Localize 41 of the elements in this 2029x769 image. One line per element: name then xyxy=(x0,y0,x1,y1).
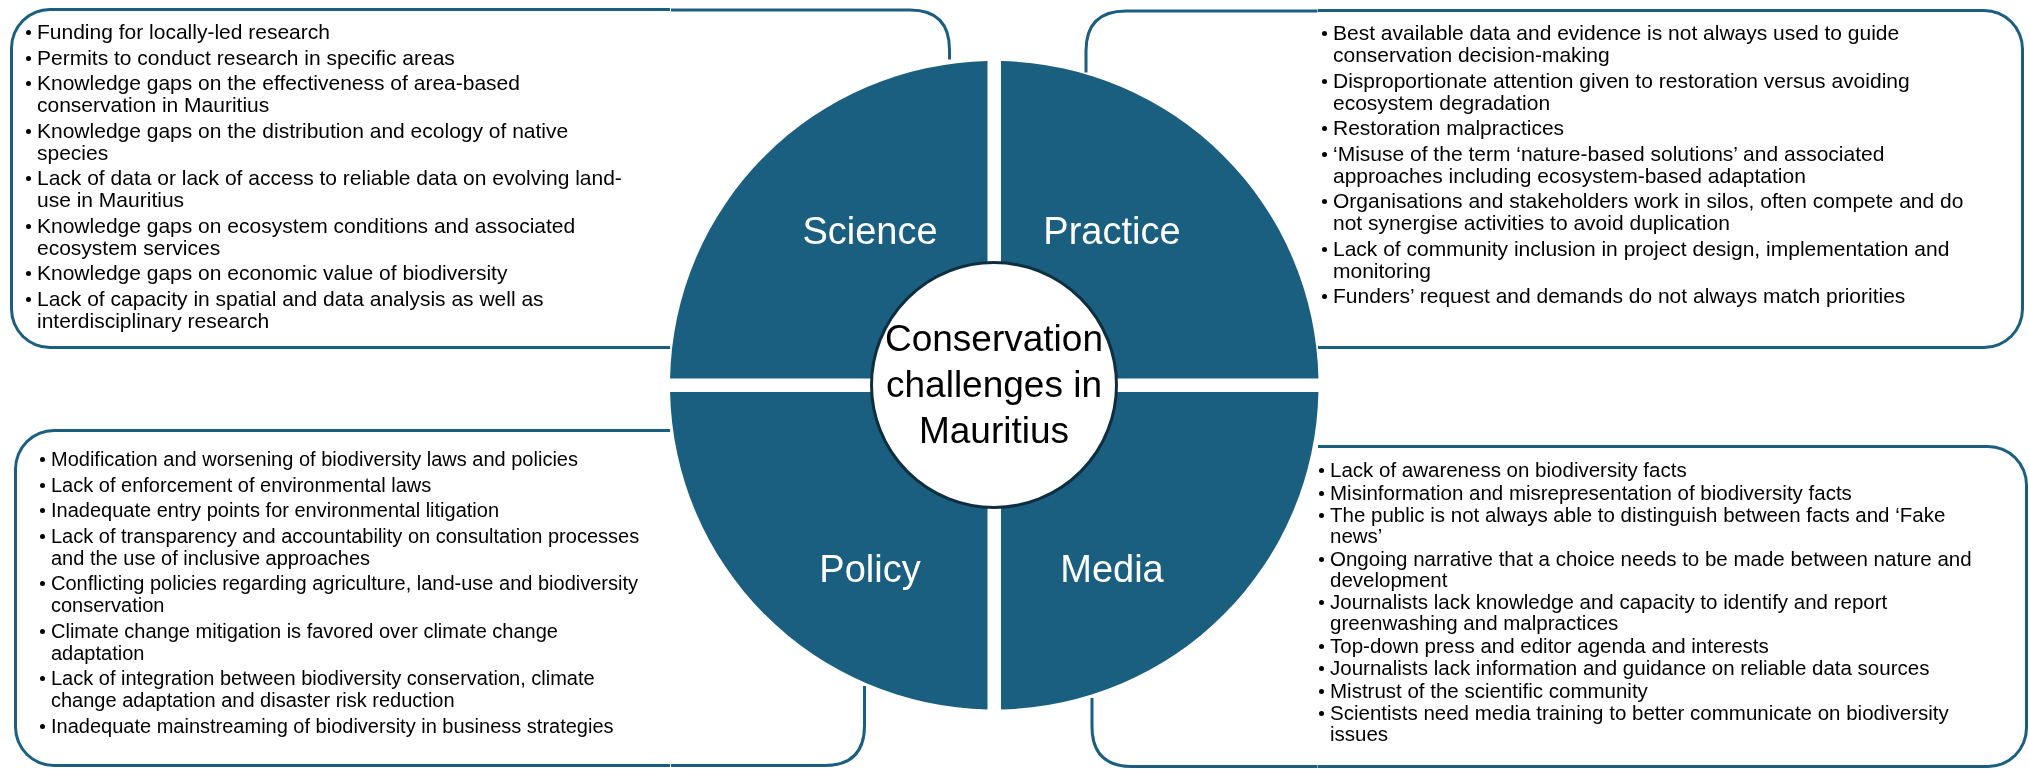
challenge-item: Climate change mitigation is favored over climate change adaptation xyxy=(51,619,559,664)
challenge-item: The public is not always able to distinguish between facts and ‘Fake news’ xyxy=(1330,504,1947,546)
challenge-item: Top-down press and editor agenda and interests xyxy=(1330,634,1769,656)
challenge-item: Lack of integration between biodiversity conservation, climate change adaptation and disaster risk reduction xyxy=(51,667,596,711)
challenge-item: Lack of awareness on biodiversity facts xyxy=(1330,459,1687,480)
challenge-item: Misinformation and misrepresentation of biodiversity facts xyxy=(1330,481,1852,503)
challenge-item: Restoration malpractices xyxy=(1333,117,1565,139)
challenge-item: Inadequate entry points for environmental litigation xyxy=(51,499,500,521)
challenge-item: Journalists lack knowledge and capacity to identify and report greenwashing and malpractices xyxy=(1330,591,1889,633)
quadrant-label: Policy xyxy=(819,547,921,591)
challenge-item: Conflicting policies regarding agriculture, land-use and biodiversity conservation xyxy=(51,572,639,616)
challenge-item: Best available data and evidence is not always used to guide conservation decision-making xyxy=(1333,22,1901,66)
challenge-item: Knowledge gaps on economic value of biodiversity xyxy=(37,262,508,284)
challenge-list-box xyxy=(14,429,670,767)
challenge-item: Knowledge gaps on the effectiveness of area-based conservation in Mauritius xyxy=(37,72,521,116)
quadrant-label: Practice xyxy=(1043,209,1181,253)
challenge-item: Lack of data or lack of access to reliable data on evolving land-use in Mauritius xyxy=(37,167,623,211)
challenge-item: Journalists lack information and guidance on reliable data sources xyxy=(1330,657,1930,678)
center-title: Conservation challenges in Mauritius xyxy=(884,317,1104,453)
challenge-item: Ongoing narrative that a choice needs to be made between nature and development xyxy=(1330,547,1973,590)
challenge-item: Lack of transparency and accountability on consultation processes and the use of inclusive approaches xyxy=(51,524,641,569)
challenge-item: Modification and worsening of biodiversity laws and policies xyxy=(51,448,578,470)
challenge-item: Funders’ request and demands do not always match priorities xyxy=(1333,285,1906,307)
challenge-item: Inadequate mainstreaming of biodiversity in business strategies xyxy=(51,714,614,737)
challenge-list-box xyxy=(1318,9,2024,349)
challenge-item: Scientists need media training to better communicate on biodiversity issues xyxy=(1330,702,1950,744)
challenge-list-box xyxy=(10,8,670,349)
challenge-item: Lack of capacity in spatial and data analysis as well as interdisciplinary research xyxy=(37,287,545,332)
challenge-item: Disproportionate attention given to restoration versus avoiding ecosystem degradation xyxy=(1333,69,1911,114)
challenge-item: Permits to conduct research in specific areas xyxy=(37,46,455,69)
challenge-item: Organisations and stakeholders work in silos, often compete and do not synergise activities to avoid duplication xyxy=(1333,190,1965,234)
quadrant-label: Media xyxy=(1060,547,1164,591)
quadrant-label: Science xyxy=(802,209,938,253)
challenge-item: Mistrust of the scientific community xyxy=(1330,679,1648,701)
challenge-item: Knowledge gaps on the distribution and ecology of native species xyxy=(37,119,570,164)
challenge-item: Funding for locally-led research xyxy=(37,21,330,43)
challenge-list-box xyxy=(1318,445,2028,768)
challenge-item: Lack of enforcement of environmental laws xyxy=(51,473,432,496)
challenge-item: Lack of community inclusion in project design, implementation and monitoring xyxy=(1333,237,1951,282)
challenge-item: Knowledge gaps on ecosystem conditions and associated ecosystem services xyxy=(37,214,577,259)
challenge-item: ‘Misuse of the term ‘nature-based solutions’ and associated approaches including ecosystem-based adaptation xyxy=(1333,142,1886,187)
